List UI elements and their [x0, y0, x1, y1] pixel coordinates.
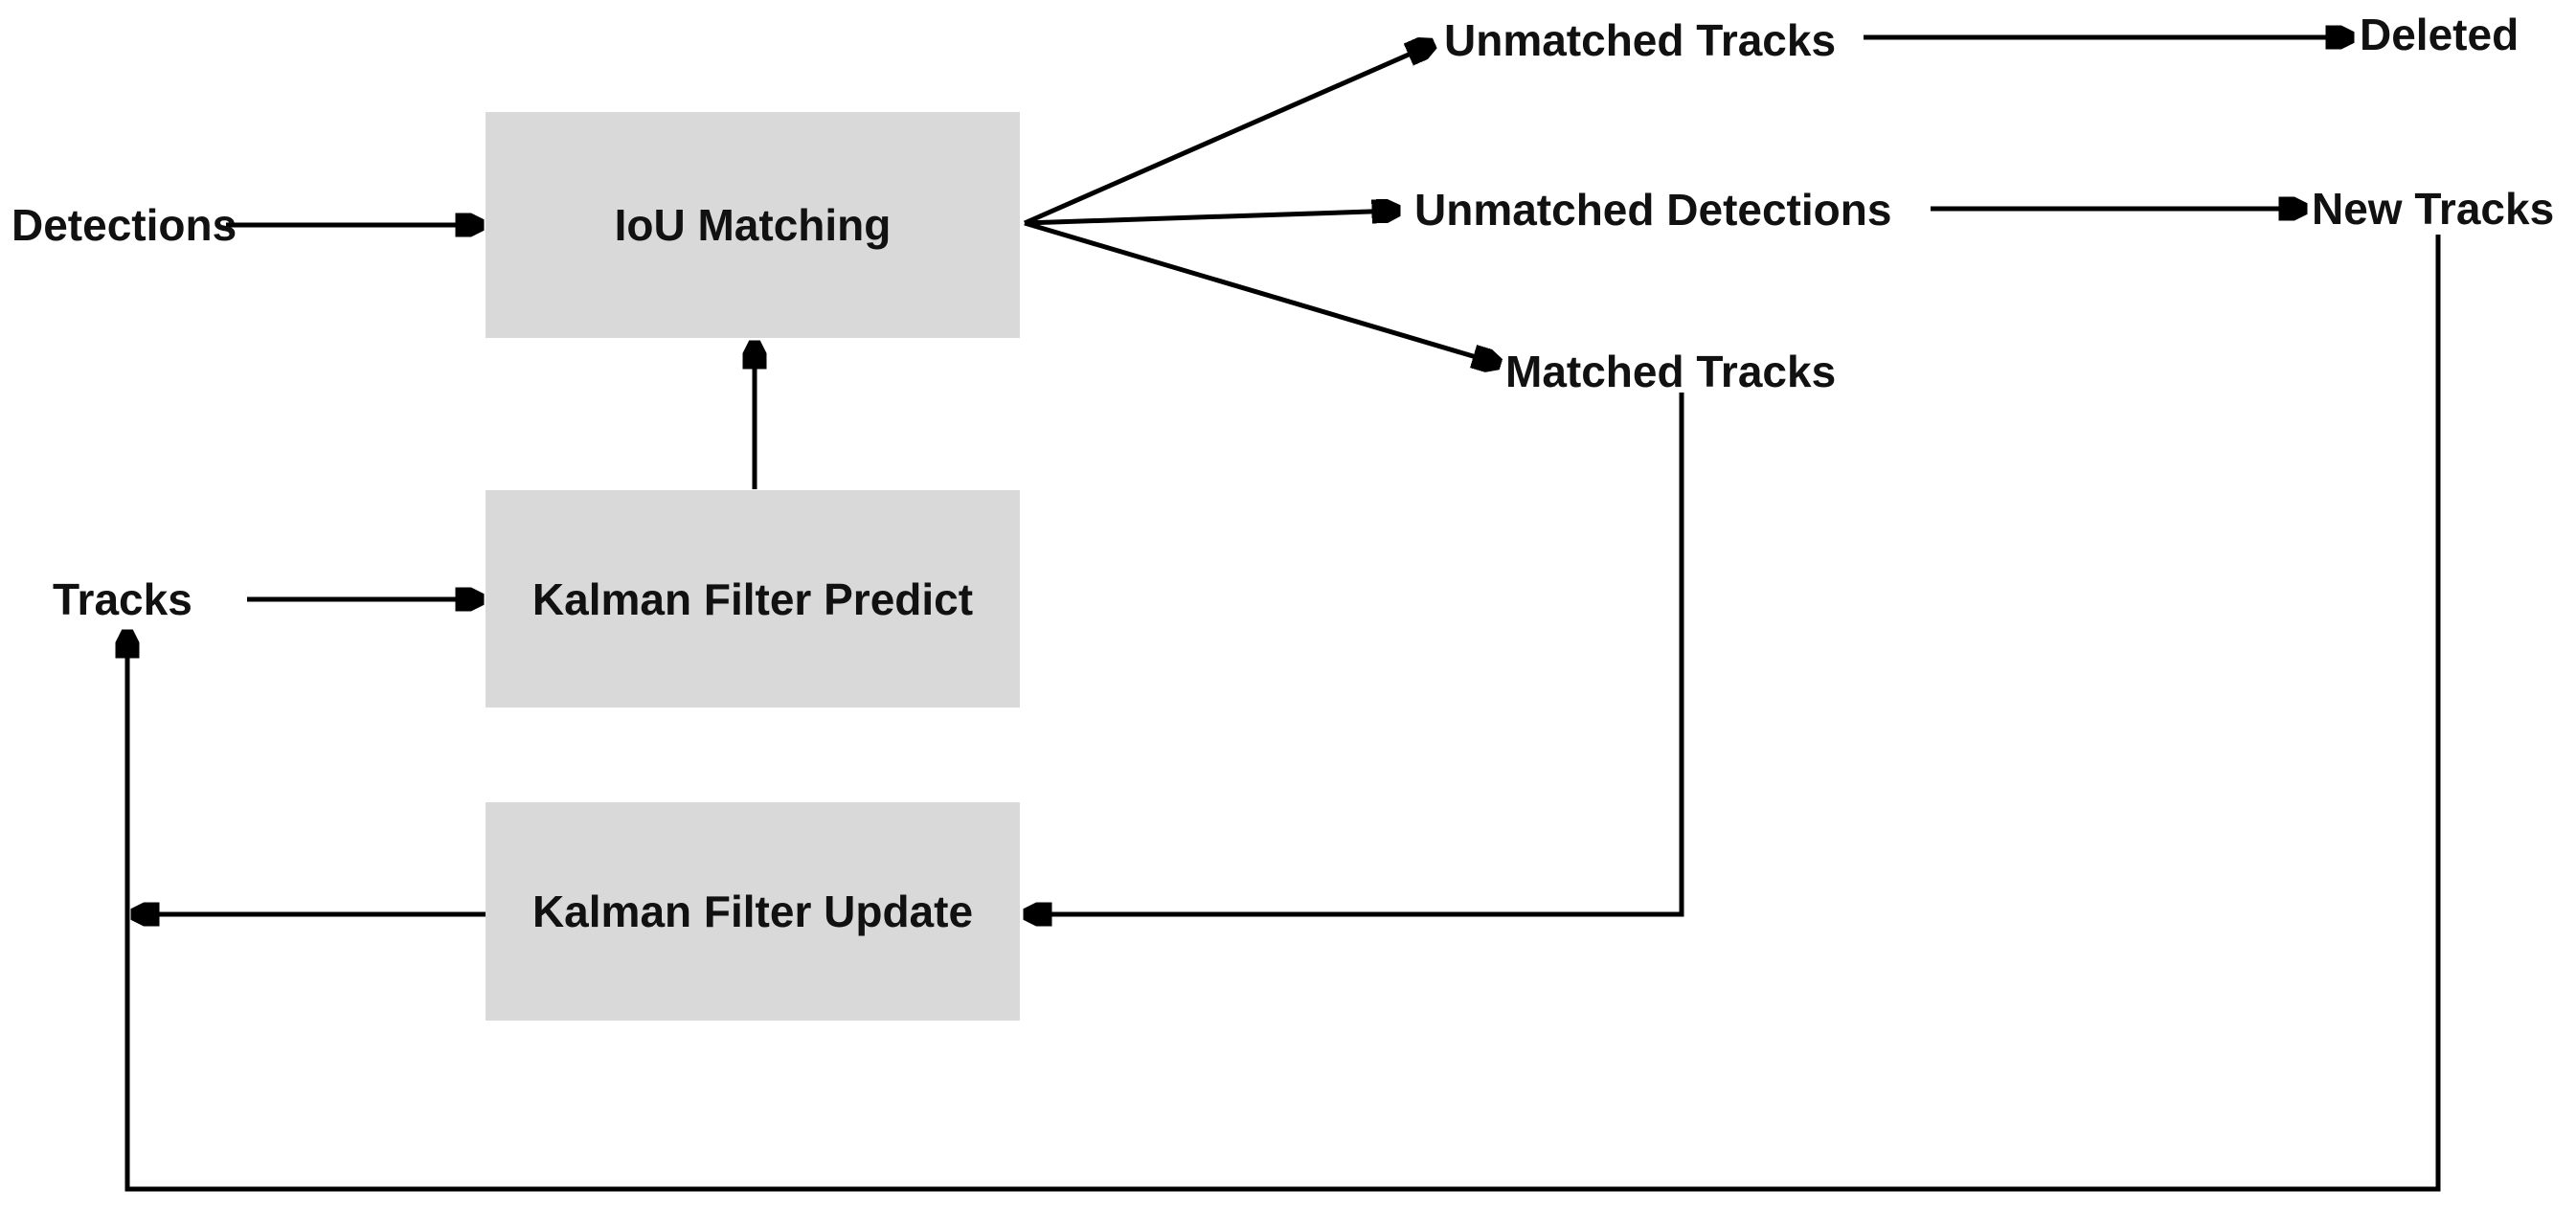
label-detections: Detections — [11, 200, 237, 250]
node-iou-matching-label: IoU Matching — [614, 200, 892, 250]
label-matched-tracks: Matched Tracks — [1505, 347, 1837, 396]
label-deleted: Deleted — [2360, 10, 2520, 59]
label-unmatched-tracks: Unmatched Tracks — [1444, 15, 1837, 65]
node-kalman-filter-predict-label: Kalman Filter Predict — [531, 573, 974, 624]
label-unmatched-detections: Unmatched Detections — [1414, 185, 1892, 235]
edge-iou-matching-to-unmatched-tracks — [1023, 44, 1433, 226]
node-iou-matching: IoU Matching — [486, 112, 1020, 338]
label-tracks: Tracks — [53, 574, 192, 624]
edge-matched-tracks-to-kalman-filter-update — [1026, 393, 1684, 914]
edge-new-tracks-feedback-to-tracks — [127, 235, 2441, 1192]
label-new-tracks: New Tracks — [2312, 184, 2555, 234]
node-kalman-filter-predict: Kalman Filter Predict — [486, 490, 1020, 708]
edge-iou-matching-to-matched-tracks — [1024, 220, 1499, 364]
node-kalman-filter-update: Kalman Filter Update — [486, 802, 1020, 1021]
edge-iou-matching-to-unmatched-detections — [1024, 211, 1398, 226]
node-kalman-filter-update-label: Kalman Filter Update — [531, 887, 974, 936]
